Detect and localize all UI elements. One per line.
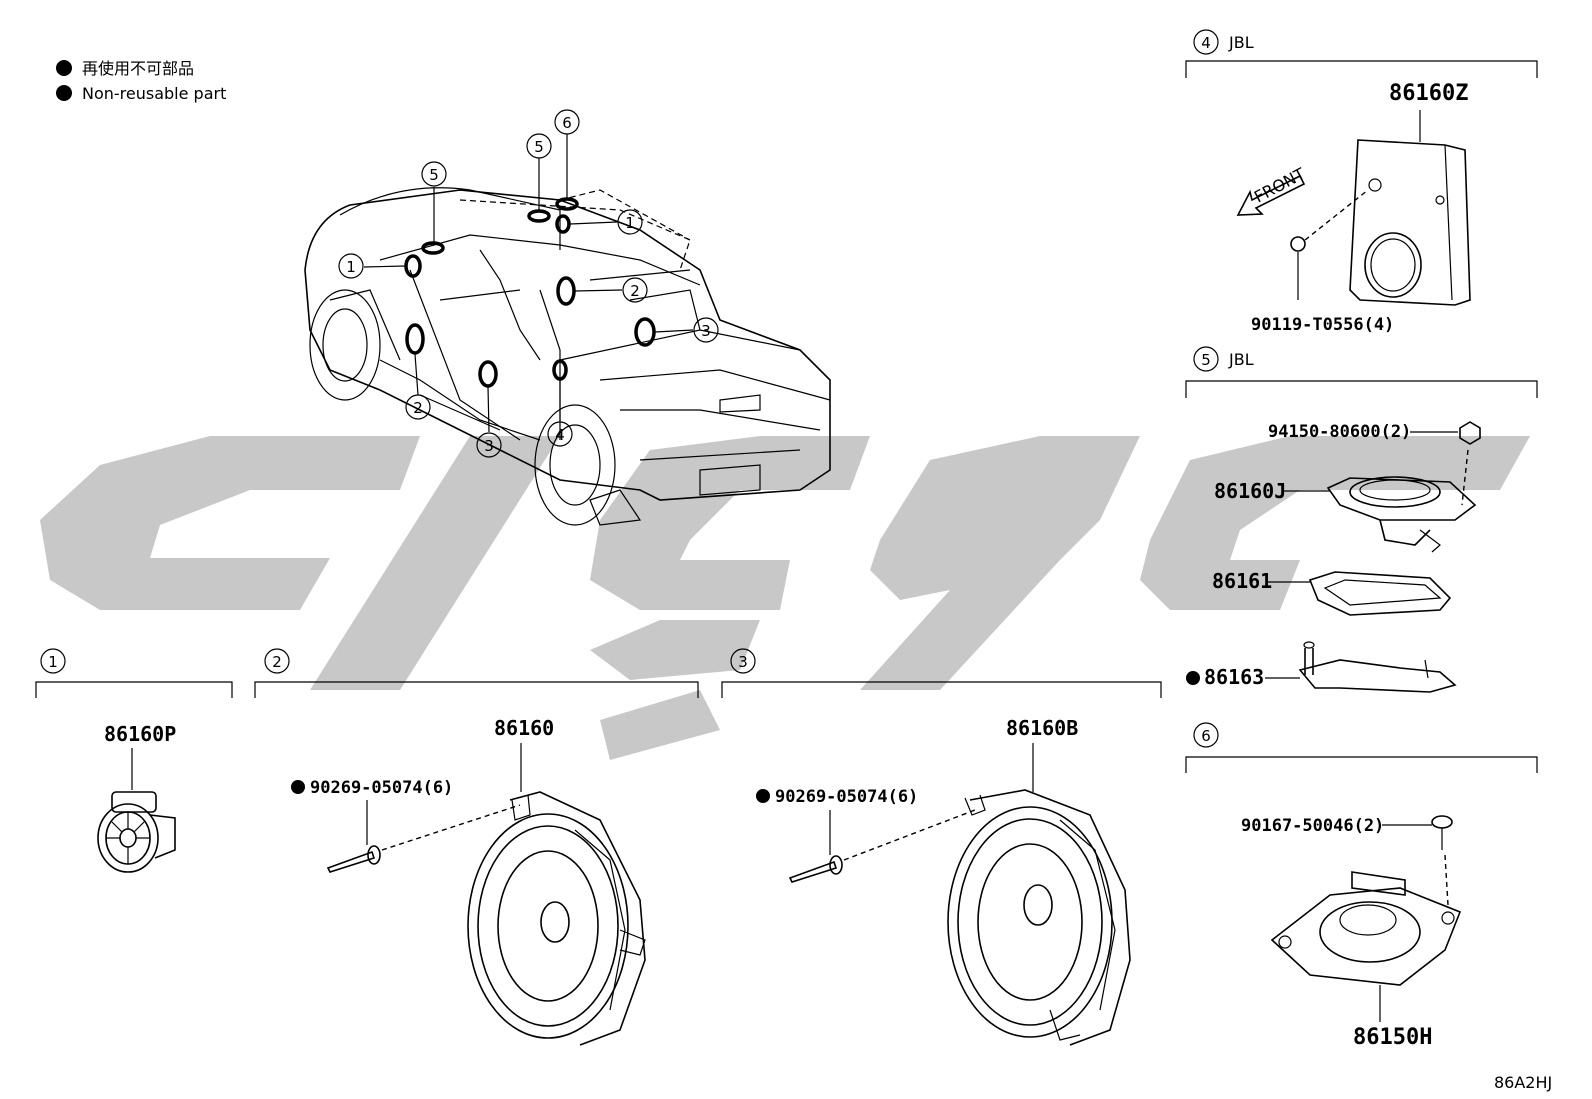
group-5-brand: JBL [1228,350,1254,369]
svg-text:1: 1 [346,258,356,276]
part-number-86160P[interactable]: 86160P [104,722,176,746]
part-number-94150-80600[interactable]: 94150-80600(2) [1268,422,1411,442]
group-5: 5 JBL 94150-80600(2) 86160J 86161 86163 [1185,346,1538,693]
callout-5: 5 [526,133,552,159]
watermark-logo [40,436,1530,760]
callout-6: 6 [554,109,580,135]
rivet-drawing [788,855,843,883]
group-4: 4 JBL 86160Z FRONT 90119-T0556(4) [1185,29,1538,335]
svg-text:5: 5 [429,166,439,184]
non-reusable-dot-icon [756,789,770,803]
callout-3: 3 [693,317,719,343]
bracket-86163-drawing [1298,641,1457,693]
group-5-number: 5 [1201,351,1211,369]
callout-5: 5 [421,161,447,187]
group-3: 3 86160B 90269-05074(6) [721,648,1162,1046]
legend-dot-icon [56,85,72,101]
group-4-brand: JBL [1228,33,1254,52]
part-number-86160B[interactable]: 86160B [1006,716,1078,740]
part-number-86160Z[interactable]: 86160Z [1389,81,1468,106]
svg-text:2: 2 [630,282,640,300]
screw-drawing [1431,815,1453,850]
callout-1: 1 [617,209,643,235]
callout-1: 1 [338,253,364,279]
front-label: FRONT [1251,164,1308,207]
legend-jp-text: 再使用不可部品 [82,59,194,78]
front-arrow-icon: FRONT [1236,164,1308,216]
tweeter-86160P-drawing [97,791,176,873]
svg-text:4: 4 [555,426,565,444]
callout-4: 4 [547,421,573,447]
svg-text:3: 3 [484,437,494,455]
callout-2: 2 [405,394,431,420]
svg-text:5: 5 [534,138,544,156]
nut-drawing [1459,421,1481,445]
non-reusable-dot-icon [291,780,305,794]
group-6-number: 6 [1201,727,1211,745]
svg-text:2: 2 [413,399,423,417]
part-number-90119-T0556[interactable]: 90119-T0556(4) [1251,315,1394,335]
group-3-number: 3 [738,653,748,671]
speaker-86160-drawing [467,791,646,1046]
svg-text:6: 6 [562,114,572,132]
speaker-86150H-drawing [1270,871,1462,986]
rivet-drawing [326,845,381,873]
vehicle-drawing [304,134,831,526]
group-4-number: 4 [1201,34,1211,52]
part-number-86150H[interactable]: 86150H [1353,1025,1432,1050]
legend-en-text: Non-reusable part [82,84,226,103]
part-number-90269-05074[interactable]: 90269-05074(6) [310,778,453,798]
legend-dot-icon [56,60,72,76]
part-number-86160[interactable]: 86160 [494,716,554,740]
callout-2: 2 [622,277,648,303]
group-2-number: 2 [272,653,282,671]
group-1-number: 1 [48,653,58,671]
svg-text:3: 3 [701,322,711,340]
non-reusable-dot-icon [1186,671,1200,685]
figure-code: 86A2HJ [1494,1073,1552,1092]
vehicle-callouts: 5 5 6 1 1 2 3 2 3 4 [338,109,719,458]
legend: 再使用不可部品 Non-reusable part [56,59,226,103]
svg-text:1: 1 [625,214,635,232]
group-2: 2 86160 90269-05074(6) [254,648,699,1046]
part-number-86160J[interactable]: 86160J [1214,479,1286,503]
bolt-drawing [1290,236,1306,300]
part-number-86161[interactable]: 86161 [1212,569,1272,593]
part-number-90167-50046[interactable]: 90167-50046(2) [1241,816,1384,836]
part-number-90269-05074-b[interactable]: 90269-05074(6) [775,787,918,807]
gasket-86161-drawing [1308,571,1452,616]
subwoofer-86160Z-drawing [1349,139,1471,306]
part-number-86163[interactable]: 86163 [1204,665,1264,689]
group-1: 1 86160P [35,648,233,873]
speaker-86160J-drawing [1326,476,1477,553]
callout-3: 3 [476,432,502,458]
group-6: 6 90167-50046(2) 86150H [1185,722,1538,1050]
speaker-86160B-drawing [947,789,1131,1046]
